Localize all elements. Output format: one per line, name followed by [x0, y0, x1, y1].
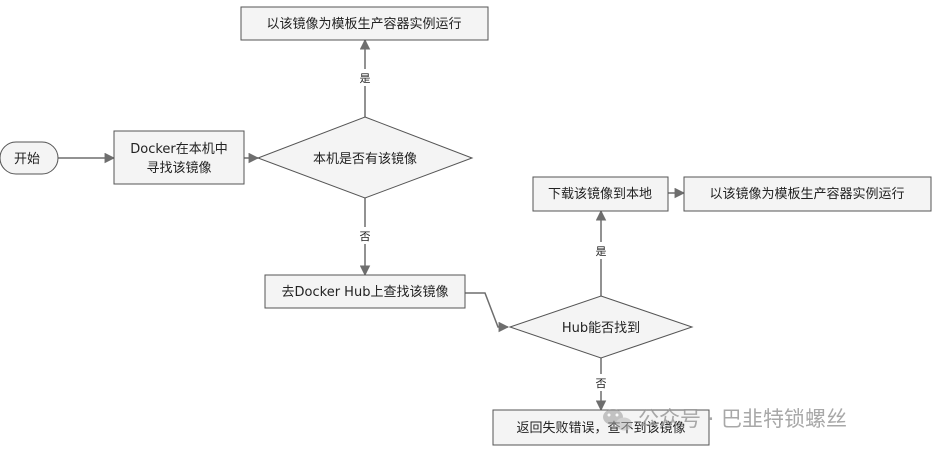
node-search-local: Docker在本机中 寻找该镜像 [113, 130, 245, 185]
edge-label-no-hub: 否 [596, 377, 607, 390]
edge-label-yes-top: 是 [360, 72, 371, 85]
node-has-local: 本机是否有该镜像 [256, 116, 474, 199]
watermark: 公众号 · 巴韭特锁螺丝 [603, 407, 847, 431]
node-search-hub-label: 去Docker Hub上查找该镜像 [282, 285, 449, 300]
node-hub-found: Hub能否找到 [508, 295, 694, 359]
node-start-label: 开始 [14, 152, 40, 167]
edge-label-no-down: 否 [360, 230, 371, 243]
edge-search-hub-to-hub-found [465, 292, 510, 333]
node-download-label: 下载该镜像到本地 [548, 187, 652, 202]
node-run-top-label: 以该镜像为模板生产容器实例运行 [266, 16, 461, 32]
node-download: 下载该镜像到本地 [532, 176, 669, 212]
node-has-local-label: 本机是否有该镜像 [313, 152, 417, 167]
node-fail-label: 返回失败错误，查不到该镜像 [516, 421, 685, 436]
node-hub-found-label: Hub能否找到 [562, 321, 640, 336]
wechat-icon [603, 409, 632, 431]
node-search-hub: 去Docker Hub上查找该镜像 [264, 274, 466, 309]
edge-labels: 是 否 是 否 [356, 69, 610, 391]
node-search-local-line1: Docker在本机中 [130, 142, 228, 157]
node-fail: 返回失败错误，查不到该镜像 [492, 409, 710, 446]
watermark-text: 公众号 · 巴韭特锁螺丝 [638, 407, 847, 431]
edge-label-yes-hub: 是 [596, 245, 607, 258]
node-run-top: 以该镜像为模板生产容器实例运行 [240, 6, 489, 41]
node-run-right: 以该镜像为模板生产容器实例运行 [683, 176, 932, 212]
node-search-local-line2: 寻找该镜像 [146, 161, 211, 176]
node-run-right-label: 以该镜像为模板生产容器实例运行 [709, 186, 904, 202]
node-start: 开始 [0, 141, 59, 175]
